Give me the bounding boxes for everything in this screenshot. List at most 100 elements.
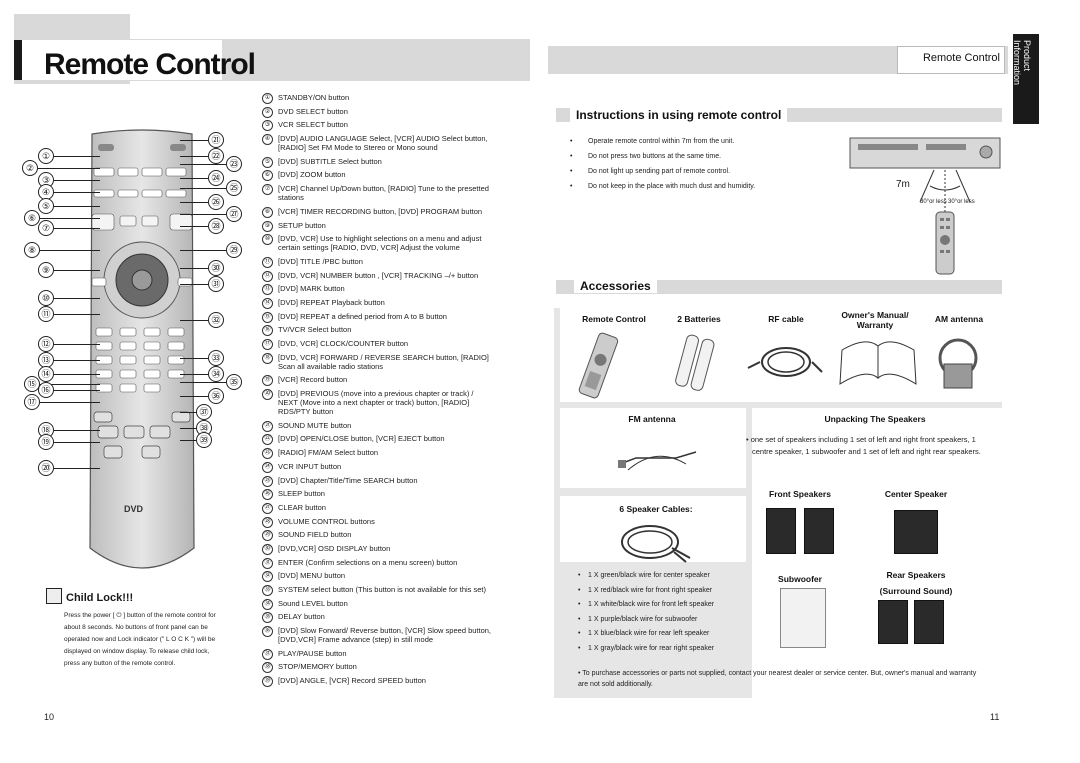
remote-control-illustration: DVD <box>89 129 195 569</box>
button-description-item: ⑱ [DVD, VCR] FORWARD / REVERSE SEARCH but… <box>262 352 492 371</box>
item-number: ⑬ <box>262 284 273 296</box>
item-text: [DVD] Chapter/Title/Time SEARCH button <box>278 475 418 485</box>
item-text: SETUP button <box>278 220 326 230</box>
item-text: [DVD] TITLE /PBC button <box>278 256 363 266</box>
callout-marker: ㊴ <box>196 432 212 448</box>
callout-leader <box>54 360 100 361</box>
callout-leader <box>180 188 226 189</box>
callout-leader <box>180 226 208 227</box>
callout-leader <box>180 358 208 359</box>
item-text: SYSTEM select button (This button is not… <box>278 585 487 594</box>
instruction-item: Do not keep in the place with much dust … <box>568 179 828 194</box>
callout-marker: ㉕ <box>226 180 242 196</box>
callout-marker: ⑫ <box>38 336 54 352</box>
item-number: ④ <box>262 134 273 146</box>
item-number: ⑦ <box>262 184 273 196</box>
item-text: [VCR] TIMER RECORDING button, [DVD] PROG… <box>278 206 483 216</box>
callout-marker: ㉟ <box>226 374 242 390</box>
instruction-item: Operate remote control within 7m from th… <box>568 134 828 149</box>
callout-leader <box>54 430 100 431</box>
callout-marker: ⑰ <box>24 394 40 410</box>
page-number-left: 10 <box>44 712 55 722</box>
item-number: ㉛ <box>262 557 273 569</box>
callout-leader <box>54 390 100 391</box>
item-number: ㉑ <box>262 420 273 432</box>
button-description-item: ⑲[VCR] Record button <box>262 375 492 387</box>
item-text: [DVD] SUBTITLE Select button <box>278 156 382 166</box>
callout-marker: ⑦ <box>38 220 54 236</box>
item-number: ⑫ <box>262 270 273 282</box>
item-number: ㉘ <box>262 516 273 528</box>
button-description-item: ⑥[DVD] ZOOM button <box>262 170 492 182</box>
callout-marker: ⑧ <box>24 242 40 258</box>
callout-marker: ㊱ <box>208 388 224 404</box>
item-number: ⑳ <box>262 389 273 401</box>
speaker-cables-illustration <box>621 525 691 563</box>
callout-marker: ⑥ <box>24 210 40 226</box>
instruction-item: Do not light up sending part of remote c… <box>568 164 828 179</box>
item-text: [DVD, VCR] Use to highlight selections o… <box>278 234 482 253</box>
callout-marker: ㉔ <box>208 170 224 186</box>
button-description-item: ㊱[DVD] Slow Forward/ Reverse button, [VC… <box>262 626 492 644</box>
callout-leader <box>54 228 100 229</box>
callout-leader <box>40 250 100 251</box>
button-description-item: ㉕[DVD] Chapter/Title/Time SEARCH button <box>262 475 492 487</box>
front-speakers-label: Front Speakers <box>769 489 831 499</box>
button-description-item: ⑧ [VCR] TIMER RECORDING button, [DVD] PRO… <box>262 206 492 218</box>
unpacking-description: one set of speakers including 1 set of l… <box>750 435 981 456</box>
wire-item: 1 X green/black wire for center speaker <box>578 569 758 584</box>
button-description-item: ⑦[VCR] Channel Up/Down button, [RADIO] T… <box>262 184 492 202</box>
button-description-item: ④[DVD] AUDIO LANGUAGE Select, [VCR] AUDI… <box>262 134 492 152</box>
lock-icon <box>46 588 62 604</box>
item-text: [DVD] MENU button <box>278 571 346 581</box>
item-text: PLAY/PAUSE button <box>278 648 347 658</box>
button-description-item: ⑩[DVD, VCR] Use to highlight selections … <box>262 234 492 252</box>
callout-leader <box>38 168 100 169</box>
callout-marker: ㉛ <box>208 276 224 292</box>
svg-text:DVD: DVD <box>124 504 144 514</box>
accessory-batteries-label: 2 Batteries <box>677 314 721 324</box>
callout-leader <box>180 320 208 321</box>
item-number: ⑧ <box>262 206 273 218</box>
button-description-item: ㉜ [DVD] MENU button <box>262 571 492 583</box>
item-text: [VCR] Record button <box>278 375 348 385</box>
fm-antenna-box <box>560 408 746 488</box>
item-text: STOP/MEMORY button <box>278 662 357 672</box>
item-text: DVD SELECT button <box>278 106 348 116</box>
wire-item: 1 X red/black wire for front right speak… <box>578 584 758 599</box>
button-description-item: ⑤[DVD] SUBTITLE Select button <box>262 156 492 168</box>
callout-marker: ㉓ <box>226 156 242 172</box>
item-text: STANDBY/ON button <box>278 93 350 102</box>
accessory-remote-label: Remote Control <box>582 314 646 324</box>
item-number: ㉜ <box>262 571 273 583</box>
unpacking-text: • one set of speakers including 1 set of… <box>746 435 981 456</box>
callout-leader <box>40 402 100 403</box>
item-text: SLEEP button <box>278 489 325 499</box>
item-text: VCR INPUT button <box>278 461 342 471</box>
callout-marker: ㉘ <box>208 218 224 234</box>
callout-leader <box>180 440 196 441</box>
right-header-box <box>897 46 1005 74</box>
accessory-am-antenna-label: AM antenna <box>934 314 984 324</box>
callout-leader <box>180 284 208 285</box>
angle-label-left: 30°or less <box>920 199 947 205</box>
item-number: ⑱ <box>262 352 273 364</box>
callout-leader <box>54 156 100 157</box>
item-text: Sound LEVEL button <box>278 598 348 608</box>
callout-marker: ⑤ <box>38 198 54 214</box>
callout-leader <box>40 218 100 219</box>
item-number: ㉓ <box>262 448 273 460</box>
item-number: ㉒ <box>262 434 273 446</box>
button-description-item: ㊴[DVD] ANGLE, [VCR] Record SPEED button <box>262 676 492 688</box>
item-text: [DVD, VCR] FORWARD / REVERSE SEARCH butt… <box>278 352 489 371</box>
rear-left-speaker <box>878 600 908 644</box>
item-number: ㉟ <box>262 612 273 624</box>
callout-marker: ㉚ <box>208 260 224 276</box>
accessory-manual-label: Owner's Manual/ Warranty <box>841 310 909 330</box>
callout-marker: ㉖ <box>208 194 224 210</box>
